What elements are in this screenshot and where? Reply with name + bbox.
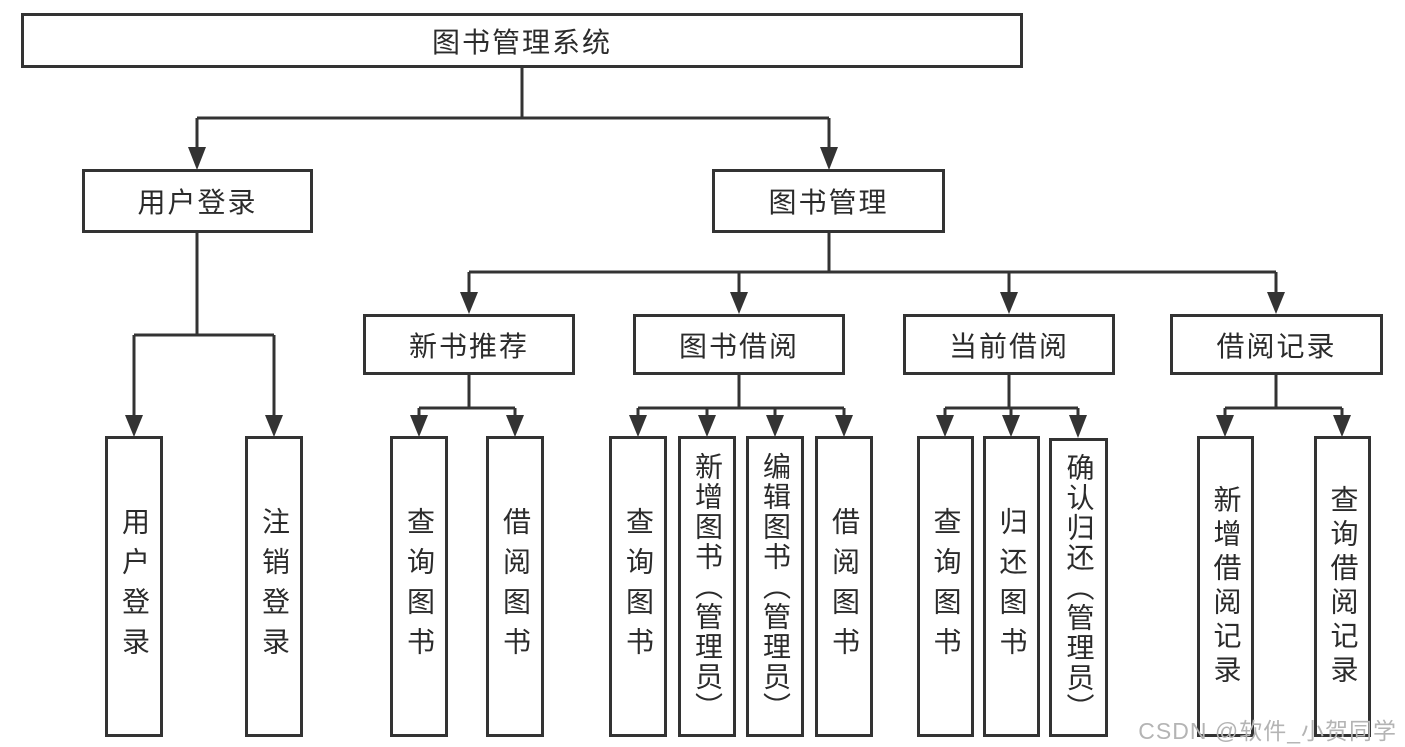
node-book-borrowing: 图书借阅	[633, 314, 845, 375]
node-label: 查询图书	[404, 506, 435, 667]
node-library-management-system: 图书管理系统	[21, 13, 1023, 68]
node-label: 新书推荐	[408, 330, 529, 362]
node-label: 查询图书	[623, 506, 654, 667]
node-label: 图书借阅	[678, 330, 799, 362]
node-leaf-add-books-admin: 新增图书（管理员）	[678, 436, 736, 737]
node-current-borrowing: 当前借阅	[903, 314, 1115, 375]
node-leaf-logout: 注销登录	[245, 436, 303, 737]
node-leaf-borrow-books-recommend: 借阅图书	[486, 436, 544, 737]
node-leaf-return-books: 归还图书	[983, 436, 1040, 737]
node-leaf-confirm-return-admin: 确认归还（管理员）	[1049, 438, 1108, 737]
node-leaf-borrow-books: 借阅图书	[815, 436, 873, 737]
node-label: 图书管理系统	[431, 26, 612, 58]
node-book-management-branch: 图书管理	[712, 169, 945, 233]
node-label: 用户登录	[137, 187, 258, 218]
node-label: 新增借阅记录	[1210, 484, 1242, 689]
node-label: 当前借阅	[948, 330, 1069, 362]
node-label: 编辑图书（管理员）	[760, 451, 791, 722]
node-leaf-query-books-borrowing: 查询图书	[609, 436, 667, 737]
node-user-login-branch: 用户登录	[82, 169, 313, 233]
node-leaf-query-borrow-record: 查询借阅记录	[1314, 436, 1371, 737]
node-label: 图书管理	[768, 187, 889, 218]
node-label: 注销登录	[259, 506, 290, 667]
node-label: 借阅图书	[829, 506, 860, 667]
node-label: 用户登录	[119, 506, 150, 667]
node-leaf-edit-books-admin: 编辑图书（管理员）	[746, 436, 804, 737]
node-borrowing-records: 借阅记录	[1170, 314, 1383, 375]
node-label: 查询图书	[930, 506, 962, 667]
node-label: 查询借阅记录	[1327, 484, 1359, 689]
node-leaf-add-borrow-record: 新增借阅记录	[1197, 436, 1254, 737]
node-label: 新增图书（管理员）	[692, 451, 723, 722]
node-label: 借阅记录	[1216, 330, 1337, 362]
node-leaf-user-login: 用户登录	[105, 436, 163, 737]
node-label: 归还图书	[996, 506, 1028, 667]
node-label: 确认归还（管理员）	[1063, 452, 1095, 723]
node-new-book-recommendation: 新书推荐	[363, 314, 575, 375]
node-label: 借阅图书	[500, 506, 531, 667]
node-leaf-query-books-current: 查询图书	[917, 436, 974, 737]
node-leaf-query-books-recommend: 查询图书	[390, 436, 448, 737]
watermark: CSDN @软件_小贺同学	[1138, 718, 1397, 744]
